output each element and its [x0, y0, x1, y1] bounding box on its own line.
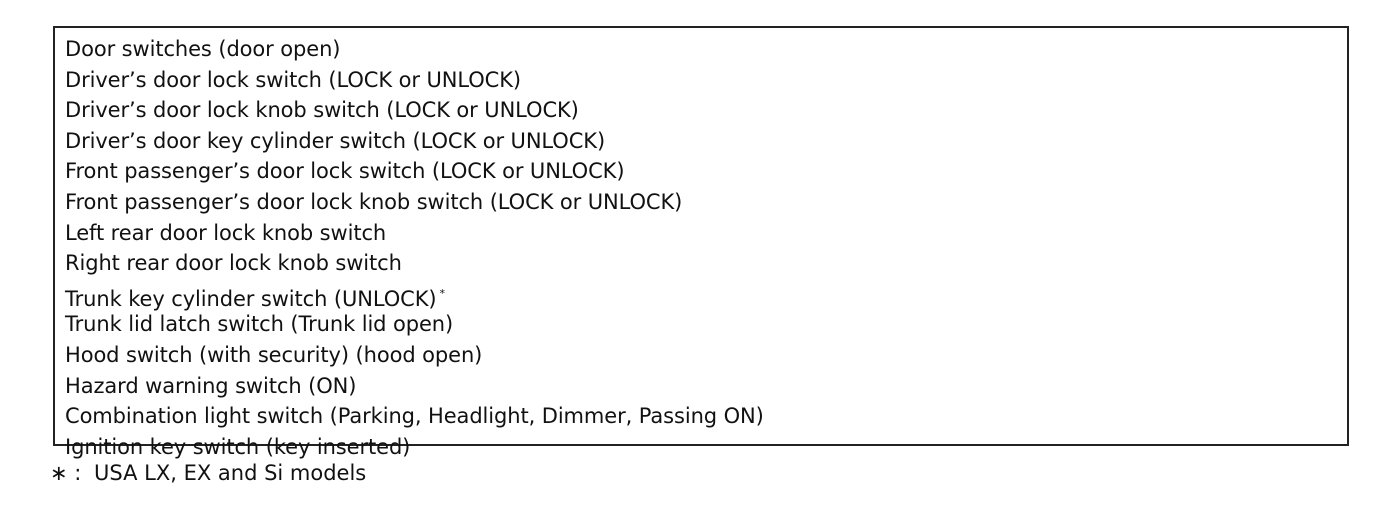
list-item: Hazard warning switch (ON) [65, 371, 764, 402]
list-item-text: Ignition key switch (key inserted) [65, 434, 411, 459]
list-item-text: Front passenger’s door lock knob switch … [65, 189, 683, 214]
list-item: Hood switch (with security) (hood open) [65, 340, 764, 371]
list-item: Door switches (door open) [65, 34, 764, 65]
switch-list: Door switches (door open) Driver’s door l… [65, 34, 764, 462]
list-item-text: Driver’s door key cylinder switch (LOCK … [65, 128, 606, 153]
list-item: Front passenger’s door lock knob switch … [65, 187, 764, 218]
list-item-text: Hood switch (with security) (hood open) [65, 342, 483, 367]
list-item-text: Hazard warning switch (ON) [65, 373, 357, 398]
list-item: Driver’s door lock knob switch (LOCK or … [65, 95, 764, 126]
list-item: Driver’s door key cylinder switch (LOCK … [65, 126, 764, 157]
list-item-text: Trunk key cylinder switch (UNLOCK) [65, 286, 437, 311]
list-item-text: Right rear door lock knob switch [65, 251, 402, 276]
list-item-text: Left rear door lock knob switch [65, 220, 387, 245]
list-item: Combination light switch (Parking, Headl… [65, 401, 764, 432]
list-item-text: Driver’s door lock knob switch (LOCK or … [65, 98, 579, 123]
footnote: ∗ : USA LX, EX and Si models [50, 458, 366, 488]
list-item: Trunk key cylinder switch (UNLOCK)* [65, 279, 764, 311]
list-item-text: Driver’s door lock switch (LOCK or UNLOC… [65, 67, 521, 92]
list-item-text: Front passenger’s door lock switch (LOCK… [65, 159, 625, 184]
footnote-mark: ∗ : [50, 461, 82, 485]
list-item-text: Trunk lid latch switch (Trunk lid open) [65, 312, 454, 337]
list-item: Right rear door lock knob switch [65, 248, 764, 279]
switch-list-box: Door switches (door open) Driver’s door l… [53, 26, 1349, 459]
list-item: Front passenger’s door lock switch (LOCK… [65, 156, 764, 187]
list-item: Left rear door lock knob switch [65, 218, 764, 249]
list-item: Ignition key switch (key inserted) [65, 432, 764, 463]
list-item-text: Combination light switch (Parking, Headl… [65, 404, 764, 429]
list-item: Driver’s door lock switch (LOCK or UNLOC… [65, 65, 764, 96]
list-item-text: Door switches (door open) [65, 37, 341, 61]
footnote-reference-mark: * [439, 286, 445, 300]
list-item: Trunk lid latch switch (Trunk lid open) [65, 309, 764, 340]
footnote-text: USA LX, EX and Si models [94, 461, 367, 485]
